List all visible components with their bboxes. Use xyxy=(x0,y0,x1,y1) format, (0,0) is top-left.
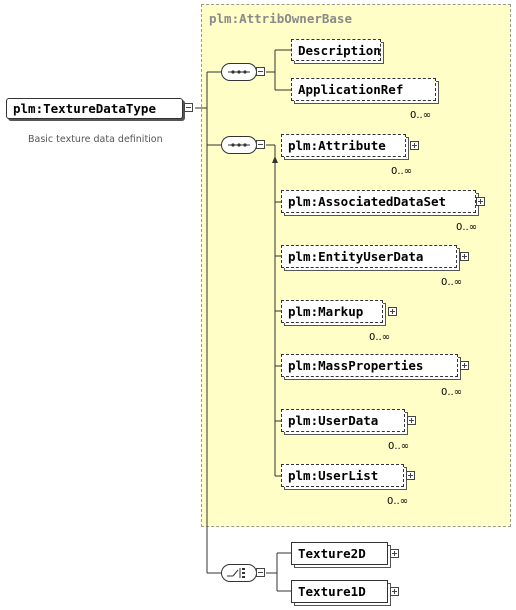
base-type-label: plm:AttribOwnerBase xyxy=(209,11,352,26)
root-element[interactable]: plm:TextureDataType xyxy=(6,98,183,119)
expand-icon[interactable] xyxy=(476,197,485,206)
expand-icon[interactable] xyxy=(407,416,416,425)
expand-icon[interactable] xyxy=(390,549,399,558)
element-label: plm:MassProperties xyxy=(288,358,424,373)
element-user-data[interactable]: plm:UserData xyxy=(281,409,405,432)
expand-icon[interactable] xyxy=(390,587,399,596)
element-label: Texture1D xyxy=(298,584,366,599)
element-entity-user-data[interactable]: plm:EntityUserData xyxy=(281,245,457,268)
documentation-text: Basic texture data definition xyxy=(28,134,163,145)
element-associated-data-set[interactable]: plm:AssociatedDataSet xyxy=(281,190,476,213)
collapse-icon[interactable] xyxy=(256,568,265,577)
choice-compositor[interactable] xyxy=(221,564,257,582)
element-label: plm:AssociatedDataSet xyxy=(288,194,447,209)
sequence-icon xyxy=(228,70,250,74)
cardinality-label: 0..∞ xyxy=(456,222,478,233)
cardinality-label: 0..∞ xyxy=(388,441,410,452)
element-label: plm:UserList xyxy=(288,468,379,483)
element-user-list[interactable]: plm:UserList xyxy=(281,464,404,487)
element-label: plm:Markup xyxy=(288,304,364,319)
expand-icon[interactable] xyxy=(406,471,415,480)
sequence-compositor[interactable] xyxy=(221,63,257,81)
cardinality-label: 0..∞ xyxy=(387,496,409,507)
sequence-compositor[interactable] xyxy=(221,136,257,154)
element-label: Texture2D xyxy=(298,546,366,561)
cardinality-label: 0..∞ xyxy=(441,277,463,288)
element-label: Description xyxy=(298,42,381,58)
element-markup[interactable]: plm:Markup xyxy=(281,300,383,323)
cardinality-label: 0..∞ xyxy=(410,110,432,121)
expand-icon[interactable] xyxy=(460,361,469,370)
expand-icon[interactable] xyxy=(460,252,469,261)
element-label: plm:Attribute xyxy=(288,138,386,153)
cardinality-label: 0..∞ xyxy=(391,166,413,177)
element-texture-2d[interactable]: Texture2D xyxy=(291,542,388,565)
element-mass-properties[interactable]: plm:MassProperties xyxy=(281,354,458,377)
element-description[interactable]: Description xyxy=(291,39,381,61)
element-texture-1d[interactable]: Texture1D xyxy=(291,580,388,603)
element-application-ref[interactable]: ApplicationRef xyxy=(291,78,436,101)
sequence-icon xyxy=(228,143,250,147)
choice-icon xyxy=(227,568,245,578)
expand-icon[interactable] xyxy=(410,141,419,150)
element-label: plm:EntityUserData xyxy=(288,249,424,264)
collapse-icon[interactable] xyxy=(256,67,265,76)
collapse-icon[interactable] xyxy=(184,103,193,112)
expand-icon[interactable] xyxy=(388,307,397,316)
element-attribute[interactable]: plm:Attribute xyxy=(281,134,406,157)
element-label: plm:UserData xyxy=(288,413,379,428)
cardinality-label: 0..∞ xyxy=(441,387,463,398)
collapse-icon[interactable] xyxy=(256,140,265,149)
cardinality-label: 0..∞ xyxy=(369,332,391,343)
element-label: ApplicationRef xyxy=(298,82,404,97)
root-element-label: plm:TextureDataType xyxy=(13,101,156,116)
